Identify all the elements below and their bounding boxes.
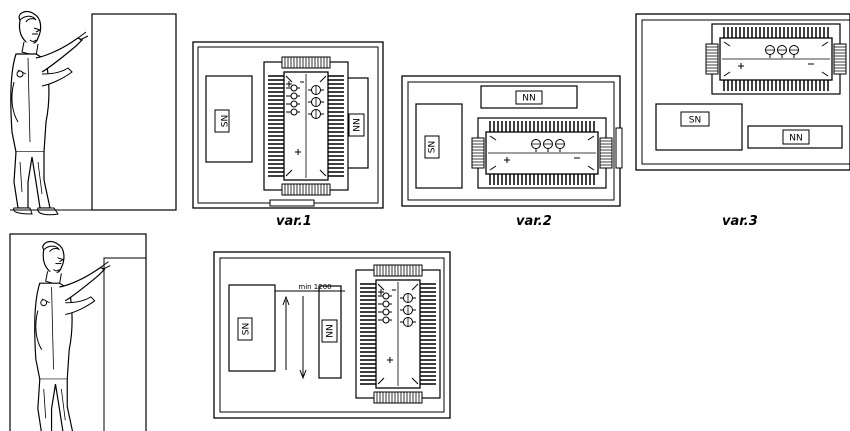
sn-label: SN (428, 141, 438, 153)
door-panel-bottom (103, 257, 147, 431)
door-frame-bottom (9, 233, 147, 431)
transformer-icon (471, 117, 613, 189)
person-figure-bottom (34, 240, 111, 431)
nn-box: NN (480, 85, 578, 109)
var1-layout: SN NN (192, 41, 384, 209)
person-icon (10, 10, 89, 216)
transformer-icon (263, 56, 349, 196)
sn-box: SN (228, 284, 276, 372)
min-distance-label: min 1200 (298, 283, 331, 291)
nn-box: NN (747, 125, 843, 149)
door-panel-top (91, 13, 177, 211)
sn-label: SN (221, 115, 231, 127)
nn-label: NN (353, 118, 363, 131)
arrow-icon (282, 295, 307, 380)
sn-box: SN (205, 75, 253, 163)
person-icon (34, 240, 111, 431)
var2-layout: NN SN (401, 75, 623, 207)
nn-label: NN (326, 324, 336, 337)
nn-label: NN (789, 134, 802, 144)
nn-box: NN (345, 77, 369, 169)
sn-box: SN (655, 103, 743, 151)
person-figure-top (10, 10, 89, 216)
var3-layout: SN NN (635, 13, 850, 171)
sn-label: SN (689, 116, 701, 126)
var1-caption: var.1 (276, 214, 312, 229)
transformer-icon (705, 23, 847, 95)
sn-label: SN (242, 323, 252, 335)
transformer-icon (355, 264, 441, 404)
bottom-layout: SN min 1200 NN (213, 251, 451, 419)
var2-caption: var.2 (516, 214, 552, 229)
var3-caption: var.3 (722, 214, 758, 229)
nn-box: NN (318, 285, 342, 379)
nn-label: NN (522, 94, 535, 104)
sn-box: SN (415, 103, 463, 189)
